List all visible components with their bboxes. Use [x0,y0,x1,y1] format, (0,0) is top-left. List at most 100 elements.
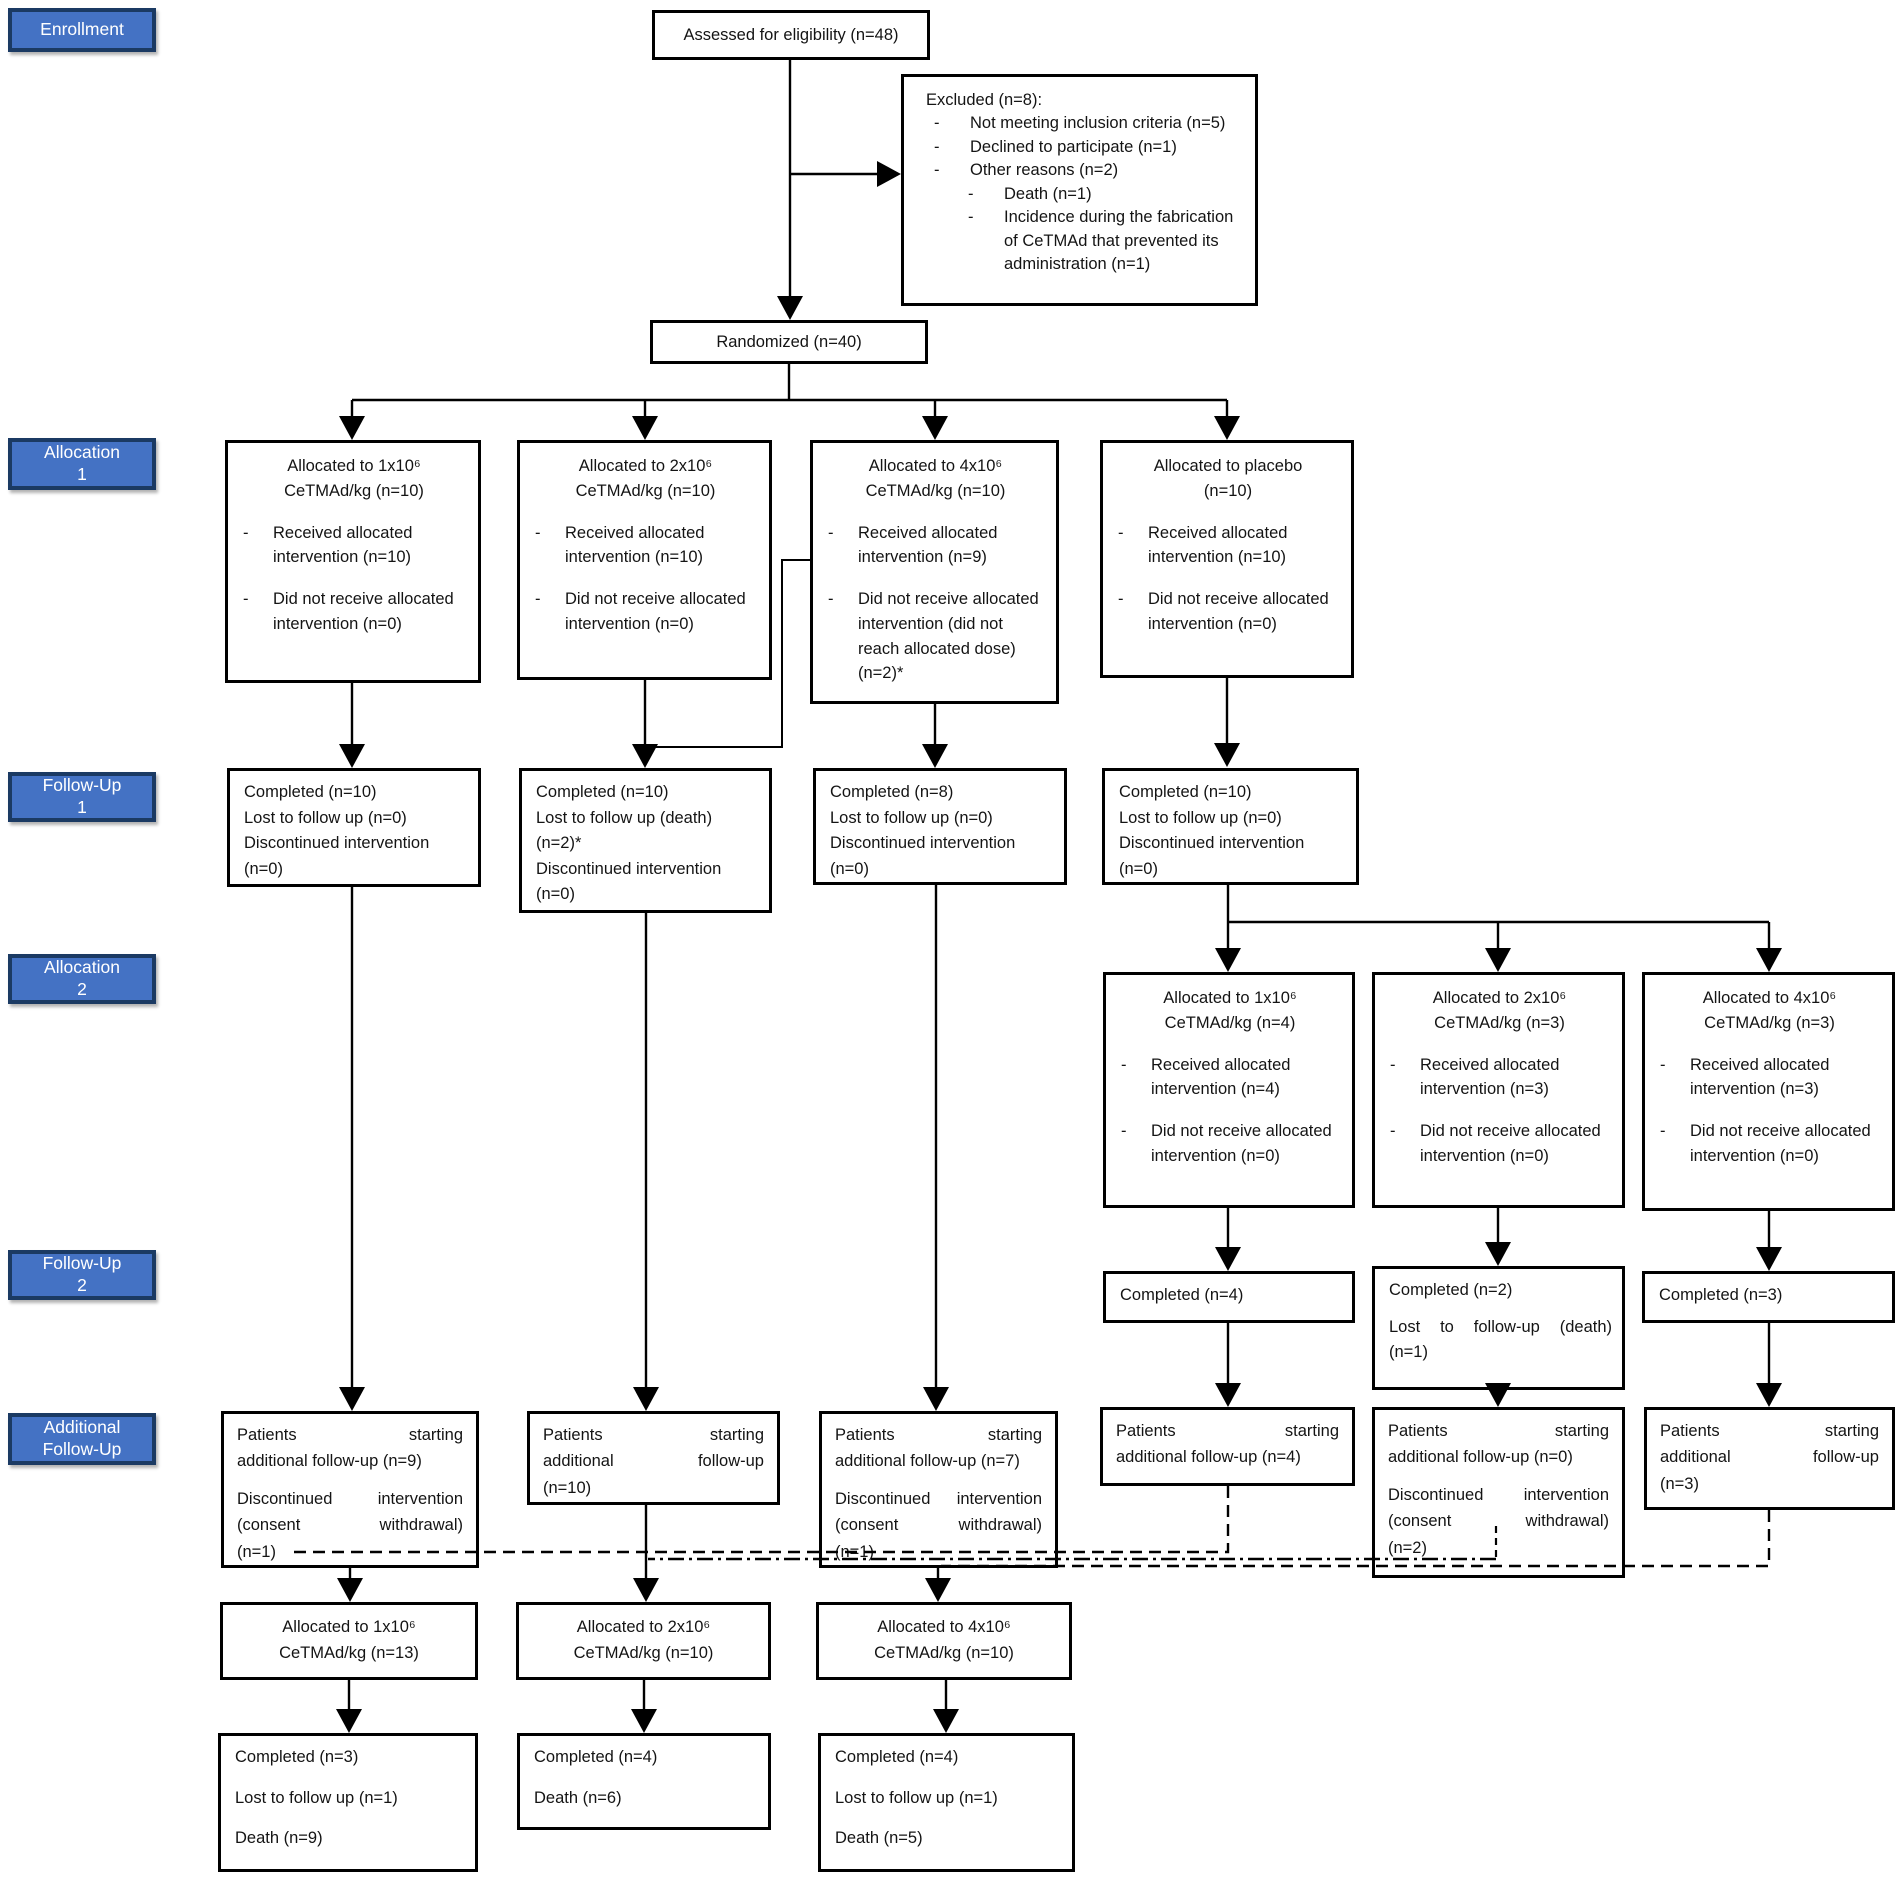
word: withdrawal) [379,1516,463,1535]
word: to [1440,1317,1454,1336]
word: Patients [1660,1422,1720,1440]
box-text-line: Allocated to 2x10⁶ [576,1618,711,1636]
word: starting [1824,1422,1879,1440]
word: withdrawal) [1525,1512,1609,1531]
spacer [1118,504,1338,521]
spacer [1389,1304,1612,1315]
box-text-line: (n=1) [835,1542,874,1561]
bullet-text: Did not receive allocated intervention (… [565,590,746,633]
bullet-text: Received allocated intervention (n=4) [1151,1055,1291,1099]
bullet-text: Did not receive allocated intervention (… [1151,1122,1332,1165]
spacer [1121,1102,1339,1119]
bullet-text: Received allocated intervention (n=3) [1420,1055,1560,1099]
stage-label-text: Allocation [44,957,120,978]
flow-box-fu1-dose2: Completed (n=10)Lost to follow up (death… [519,768,772,913]
box-text-line: Discontinued intervention (n=0) [244,834,430,878]
arrowhead-icon [1215,948,1241,972]
word: Patients [237,1426,297,1444]
stage-label-text: Additional [43,1417,121,1438]
bullet-text: Other reasons (n=2) [970,161,1119,180]
box-text-line: Patients starting [835,1422,1042,1448]
bullet-item: - Did not receive allocated intervention … [535,587,756,637]
bullet-item: -Incidence during the fabrication of CeT… [926,206,1243,276]
box-text-line: Lost to follow up (n=0) [830,808,993,827]
box-text-line: (n=1) [237,1542,276,1561]
arrowhead-icon [1756,1247,1782,1271]
flow-box-fu2-dose4: Completed (n=3) [1642,1271,1895,1323]
box-text-line: Completed (n=4) [534,1748,658,1766]
box-text-line: CeTMAd/kg (n=3) [1434,1013,1565,1032]
word: Patients [835,1426,895,1444]
spacer [243,570,465,587]
box-text-line: Allocated to 1x10⁶ [287,457,421,475]
arrowhead-icon [1215,1383,1241,1407]
word: (death) [1559,1317,1612,1336]
box-text-line: Excluded (n=8): [926,91,1043,109]
bullet-item: -Received allocated intervention (n=3) [1390,1053,1609,1103]
box-text-line: Completed (n=10) [244,783,377,801]
spacer [1118,570,1338,587]
word: (consent [835,1516,899,1535]
spacer [243,504,465,521]
bullet-item: -Did not receive allocated intervention … [1118,587,1338,637]
box-text-line: Patients starting [1660,1418,1879,1444]
box-text-line: Allocated to 4x10⁶ [877,1618,1011,1636]
box-text-line: Lost to follow up (n=0) [1119,808,1282,827]
arrowhead-icon [933,1709,959,1733]
bullet-dash: - [1121,1055,1127,1074]
box-text-line: (n=1) [1389,1343,1428,1362]
arrowhead-icon [925,1578,951,1602]
spacer [535,570,756,587]
stage-label-text: 1 [77,797,87,817]
spacer [1390,1102,1609,1119]
box-text-line: Allocated to 4x10⁶ [868,457,1003,475]
box-text-line: Lost to follow up (death) (n=2)* [536,808,713,853]
spacer [828,570,1043,587]
box-text-line: CeTMAd/kg (n=10) [284,481,424,500]
bullet-dash: - [535,590,541,608]
box-text-line: Assessed for eligibility (n=48) [683,25,899,44]
bullet-item: -Did not receive allocated intervention … [243,587,465,637]
bullet-text: Did not receive allocated intervention (… [273,590,454,633]
word: Discontinued [237,1489,333,1508]
bullet-text: Received allocated intervention (n=10) [273,523,413,567]
word: starting [987,1426,1042,1444]
bullet-dash: - [535,523,541,542]
box-text-line: CeTMAd/kg (n=4) [1164,1013,1296,1032]
spacer [1388,1471,1609,1482]
box-text-line: additional follow-up (n=4) [1116,1448,1301,1467]
bullet-item: -Received allocated intervention (n=10) [535,521,756,571]
box-text-line: CeTMAd/kg (n=3) [1704,1013,1835,1032]
bullet-dash: - [968,208,974,227]
bullet-dash: - [1118,590,1124,608]
spacer [534,1771,758,1786]
arrowhead-icon [1756,948,1782,972]
word: starting [709,1426,764,1444]
flow-box-fu2-dose1: Completed (n=4) [1103,1271,1355,1323]
bullet-item: -Declined to participate (n=1) [926,136,1243,159]
box-text-line: (n=10) [1203,481,1253,500]
word: (consent [237,1516,301,1535]
word: withdrawal) [958,1516,1042,1535]
spacer [828,504,1043,521]
bullet-dash: - [828,523,834,542]
flow-box-final-fu-dose4: Completed (n=4)Lost to follow up (n=1)De… [818,1733,1075,1872]
box-text-line: (n=10) [543,1478,592,1497]
